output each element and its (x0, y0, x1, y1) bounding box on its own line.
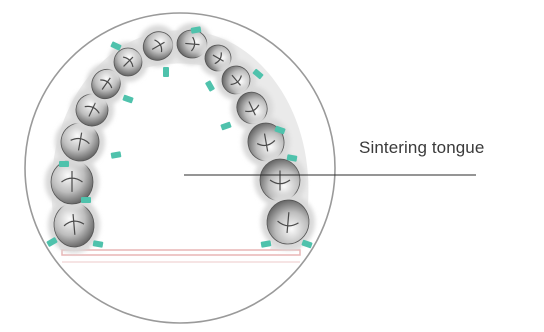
callout-label: Sintering tongue (359, 138, 484, 158)
sintering-tongue (163, 67, 169, 77)
sintering-tongue (81, 197, 91, 203)
sintering-tongue (59, 161, 69, 167)
